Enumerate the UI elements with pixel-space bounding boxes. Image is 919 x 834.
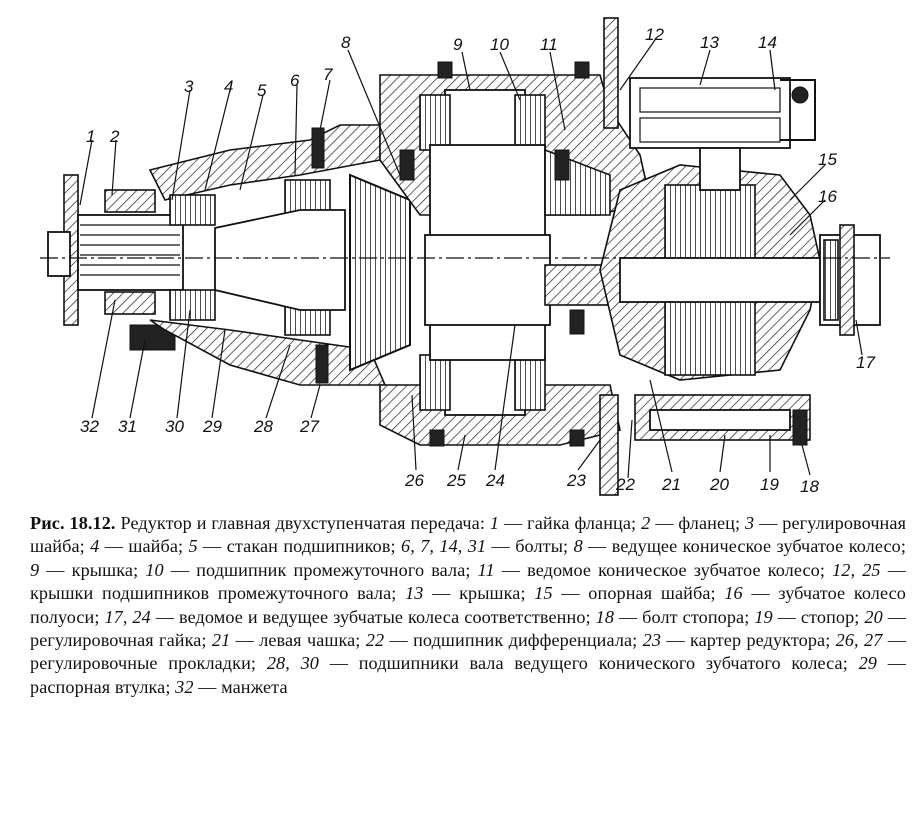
caption-item-number: 1 — [489, 513, 500, 533]
caption-item-number: 5 — [188, 536, 198, 557]
callout-26: 26 — [404, 471, 424, 490]
callout-31: 31 — [118, 417, 137, 436]
caption-segment: — ведущее коническое зубчатое колесо; — [582, 536, 906, 557]
caption-segment: — регулировочная шайба; — [30, 513, 907, 557]
callout-10: 10 — [490, 35, 509, 54]
caption-segment: — регулировочные прокладки; — [30, 630, 907, 674]
caption-label: Рис. 18.12. — [30, 513, 116, 533]
caption-item-number: 16 — [724, 583, 743, 604]
caption-segment: — шайба; — [99, 536, 189, 557]
caption-segment: — болт стопора; — [614, 606, 755, 627]
caption-item-number: 12, 25 — [832, 559, 881, 580]
callout-28: 28 — [253, 417, 273, 436]
caption-segment: — опорная шайба; — [552, 583, 725, 604]
callout-6: 6 — [290, 71, 300, 90]
gearbox-cross-section-drawing: 1 2 3 4 5 6 7 8 9 10 11 12 13 14 15 16 1… — [40, 17, 890, 496]
caption-segment: — стакан подшипников; — [197, 536, 402, 557]
caption-item-number: 3 — [745, 513, 755, 533]
caption-segment: — подшипник дифференциала; — [384, 630, 643, 651]
caption-segment: — крышка; — [39, 559, 146, 580]
caption-segment: — болты; — [486, 536, 574, 557]
caption-item-number: 9 — [30, 559, 40, 580]
callout-32: 32 — [80, 417, 99, 436]
callout-23: 23 — [566, 471, 586, 490]
callout-19: 19 — [760, 475, 779, 494]
callout-24: 24 — [485, 471, 505, 490]
caption-segment: — левая чашка; — [230, 630, 366, 651]
caption-segment: — распорная втулка; — [30, 653, 906, 697]
caption-item-number: 2 — [641, 513, 651, 533]
caption-item-number: 29 — [858, 653, 877, 674]
callout-2: 2 — [109, 127, 120, 146]
drive-bevel-gear — [349, 173, 411, 372]
caption-item-number: 15 — [534, 583, 553, 604]
differential-housing — [599, 147, 821, 441]
figure-caption: Рис. 18.12. Редуктор и главная двухступе… — [30, 512, 906, 699]
callout-16: 16 — [818, 187, 837, 206]
caption-segment: Редуктор и главная двухступенчатая перед… — [115, 513, 490, 533]
caption-item-number: 19 — [754, 606, 773, 627]
callout-12: 12 — [645, 25, 664, 44]
caption-item-number: 13 — [405, 583, 424, 604]
callout-9: 9 — [453, 35, 463, 54]
caption-item-number: 23 — [642, 630, 662, 651]
caption-item-number: 6, 7, 14, 31 — [401, 536, 487, 557]
caption-item-number: 4 — [90, 536, 100, 557]
callout-17: 17 — [856, 353, 875, 372]
caption-segment: — подшипники вала ведущего конического з… — [318, 653, 859, 674]
caption-item-number: 28, 30 — [266, 653, 319, 674]
callout-3: 3 — [184, 77, 194, 96]
callout-18: 18 — [800, 477, 819, 496]
caption-segment: — фланец; — [650, 513, 746, 533]
top-cover — [629, 77, 816, 149]
caption-item-number: 17, 24 — [104, 606, 151, 627]
caption-item-number: 22 — [365, 630, 385, 651]
callout-15: 15 — [818, 150, 837, 169]
callout-5: 5 — [257, 81, 267, 100]
caption-segment: — стопор; — [772, 606, 865, 627]
caption-segment: — крышки подшипников промежуточного вала… — [30, 559, 907, 604]
callout-1: 1 — [86, 127, 95, 146]
caption-segment: — подшипник промежуточного вала; — [163, 559, 478, 580]
output-flange — [819, 224, 881, 336]
caption-segment: — манжета — [193, 676, 288, 697]
callout-11: 11 — [540, 35, 558, 54]
callout-29: 29 — [202, 417, 222, 436]
callout-7: 7 — [323, 65, 333, 84]
caption-item-number: 32 — [175, 676, 194, 697]
caption-segment: — ведомое коническое зубчатое колесо; — [494, 559, 833, 580]
caption-segment: — крышка; — [423, 583, 535, 604]
caption-item-number: 10 — [145, 559, 164, 580]
callout-27: 27 — [299, 417, 319, 436]
housing-bolts — [399, 61, 590, 447]
caption-segment: — картер редуктора; — [661, 630, 836, 651]
caption-item-number: 20 — [864, 606, 883, 627]
caption-segment: — зубчатое колесо полуоси; — [30, 583, 906, 627]
caption-segment: — ведомое и ведущее зубчатые колеса соот… — [150, 606, 596, 627]
caption-item-number: 21 — [211, 630, 231, 651]
callout-13: 13 — [700, 33, 719, 52]
leader-lines — [79, 39, 863, 479]
caption-item-number: 18 — [595, 606, 615, 627]
callout-20: 20 — [709, 475, 729, 494]
cover-plate — [599, 17, 619, 496]
callout-8: 8 — [341, 33, 351, 52]
callout-22: 22 — [615, 475, 635, 494]
callout-14: 14 — [758, 33, 777, 52]
callout-30: 30 — [165, 417, 184, 436]
callout-25: 25 — [446, 471, 466, 490]
stopper-bolt — [792, 409, 808, 446]
callout-4: 4 — [224, 77, 233, 96]
caption-item-number: 26, 27 — [835, 630, 883, 651]
caption-item-number: 11 — [477, 559, 495, 580]
caption-text: Редуктор и главная двухступенчатая перед… — [30, 513, 906, 697]
caption-item-number: 8 — [573, 536, 583, 557]
caption-segment: — гайка фланца; — [499, 513, 642, 533]
caption-segment: — регулировочная гайка; — [30, 606, 907, 651]
callout-21: 21 — [661, 475, 681, 494]
